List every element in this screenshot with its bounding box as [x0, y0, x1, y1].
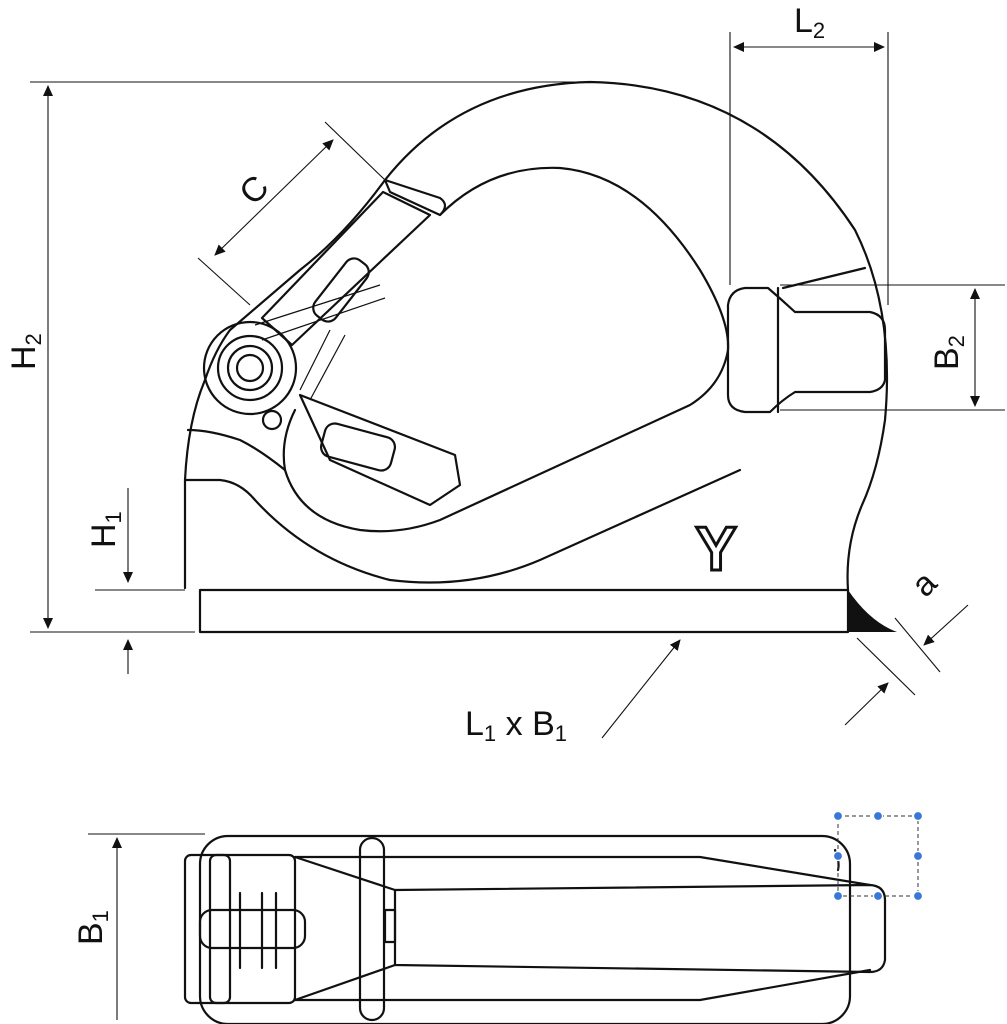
label-c: C — [232, 168, 276, 212]
resize-handle-bottom-left[interactable] — [832, 890, 844, 902]
hook-side-view: Y — [183, 80, 897, 634]
label-h1: H1 — [85, 511, 126, 548]
hook-back — [203, 178, 387, 382]
label-l1xb1: L1 x B1 — [465, 705, 567, 746]
resize-handle-right[interactable] — [912, 850, 924, 862]
resize-handle-top[interactable] — [872, 810, 884, 822]
dimension-a: a — [844, 564, 969, 726]
hook-lower-contour-2 — [186, 428, 287, 472]
dimension-l2: L2 — [729, 2, 889, 305]
hook-top-view — [183, 834, 887, 1024]
label-b1: B1 — [72, 910, 113, 945]
hook-lower-contour — [183, 468, 742, 584]
dimension-b1: B1 — [72, 833, 205, 1020]
resize-handle-left[interactable] — [832, 850, 844, 862]
label-h2: H2 — [5, 333, 46, 370]
base-plate — [198, 588, 850, 634]
resize-handle-bottom[interactable] — [872, 890, 884, 902]
safety-latch — [254, 190, 462, 507]
weld-fillet — [848, 590, 897, 632]
dimension-h1: H1 — [85, 488, 185, 674]
hatched-section — [726, 266, 887, 414]
dimension-b2: B2 — [780, 284, 1005, 411]
dimension-l1xb1: L1 x B1 — [465, 639, 681, 746]
hook-body-outline — [183, 80, 889, 592]
selection-box[interactable] — [832, 810, 924, 902]
label-a: a — [904, 564, 944, 604]
label-b2: B2 — [928, 335, 969, 370]
manufacturer-mark: Y — [695, 515, 736, 584]
resize-handle-top-left[interactable] — [832, 810, 844, 822]
label-l2: L2 — [794, 2, 825, 43]
pivot-pin — [202, 320, 298, 431]
dimension-h2: H2 — [5, 81, 590, 633]
resize-handle-bottom-right[interactable] — [912, 890, 924, 902]
resize-handle-top-right[interactable] — [912, 810, 924, 822]
hook-throat — [282, 166, 730, 533]
